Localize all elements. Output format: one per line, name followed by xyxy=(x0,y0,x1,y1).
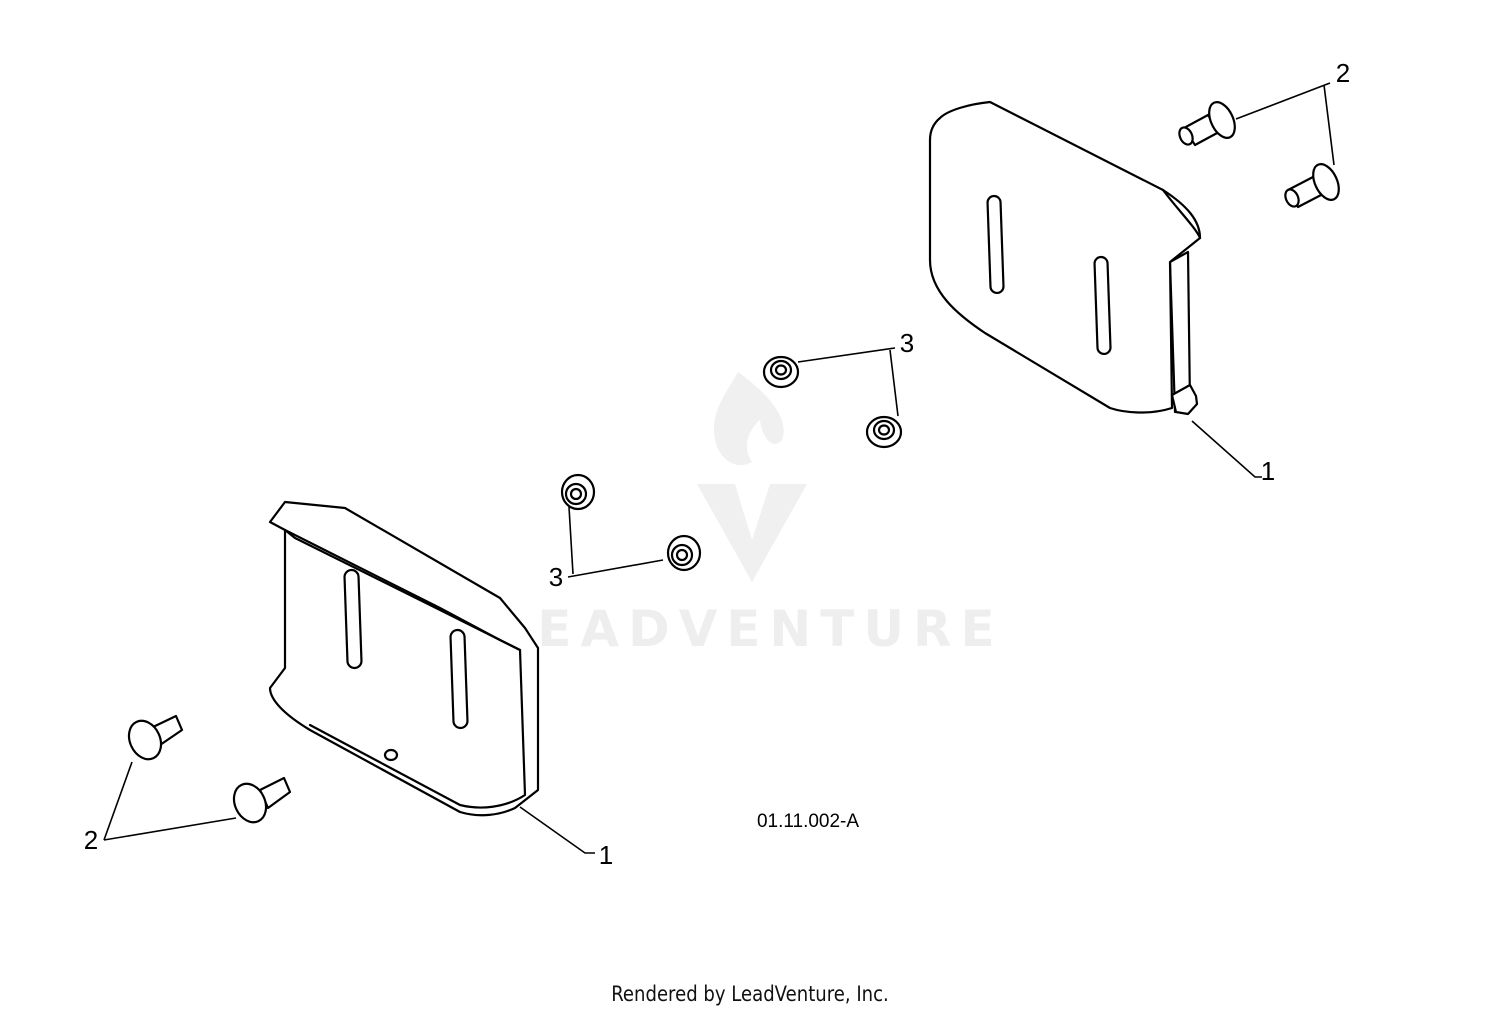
flange-nut-4 xyxy=(666,534,702,572)
callout-bolt-lower: 2 xyxy=(84,825,98,855)
carriage-bolt-lower-1 xyxy=(127,714,184,761)
flange-nut-3 xyxy=(560,473,596,511)
skid-shoe-left xyxy=(268,500,540,817)
watermark-text: LEADVENTURE xyxy=(496,600,1003,658)
callout-shoe-right: 1 xyxy=(1261,456,1275,486)
callout-bolt-upper: 2 xyxy=(1336,58,1350,88)
rendered-by-footer: Rendered by LeadVenture, Inc. xyxy=(611,982,889,1006)
figure-id: 01.11.002-A xyxy=(757,811,859,832)
flange-nut-2 xyxy=(865,415,903,449)
callout-shoe-left: 1 xyxy=(599,840,613,870)
callout-nut-upper: 3 xyxy=(900,328,914,358)
v-logo-icon xyxy=(697,484,807,582)
leadventure-watermark: LEADVENTURE xyxy=(496,372,1003,658)
carriage-bolt-upper-2 xyxy=(1284,163,1340,209)
leader-lines xyxy=(103,82,1335,854)
skid-shoe-right xyxy=(928,100,1202,416)
flame-icon xyxy=(714,372,784,466)
flange-nut-1 xyxy=(762,355,800,389)
carriage-bolt-upper-1 xyxy=(1178,101,1236,147)
carriage-bolt-lower-2 xyxy=(232,776,292,824)
callout-nut-lower: 3 xyxy=(549,562,563,592)
